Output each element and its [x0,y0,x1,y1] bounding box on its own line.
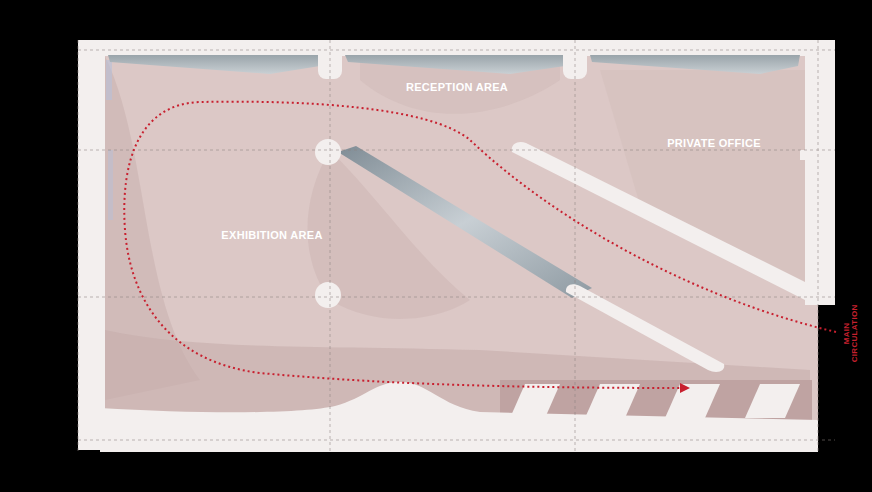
circulation-path [124,102,836,388]
grid-line [818,40,819,452]
right-wall [805,40,835,305]
skylight [590,55,800,74]
grid-line [330,40,331,452]
left-wall [78,45,105,450]
grid-line [78,440,835,441]
outer-wall [78,45,818,450]
wall-pattern [106,60,112,100]
grid-line [78,150,835,151]
stair-slot [745,384,800,418]
floor-shade [600,70,805,290]
column [315,139,341,165]
room-label: PRIVATE OFFICE [667,137,761,149]
room-label: EXHIBITION AREA [221,229,322,241]
skylight [108,55,325,74]
grid-lines [78,40,835,452]
skylight [345,55,568,74]
grid-line [78,297,835,298]
wall-notch [800,150,806,160]
stair-slot [665,384,720,418]
floor [105,56,818,426]
room-label: RECEPTION AREA [406,81,508,93]
grid-line [78,40,79,452]
wall-pattern [108,150,113,220]
grid-line [78,50,835,51]
top-wall [78,40,835,55]
partition-wall [512,142,805,300]
circulation-label: MAIN CIRCULATION [843,304,860,362]
stair-slot [585,384,640,418]
column [315,282,341,308]
bottom-wall [100,382,818,452]
grid-line [575,40,576,452]
